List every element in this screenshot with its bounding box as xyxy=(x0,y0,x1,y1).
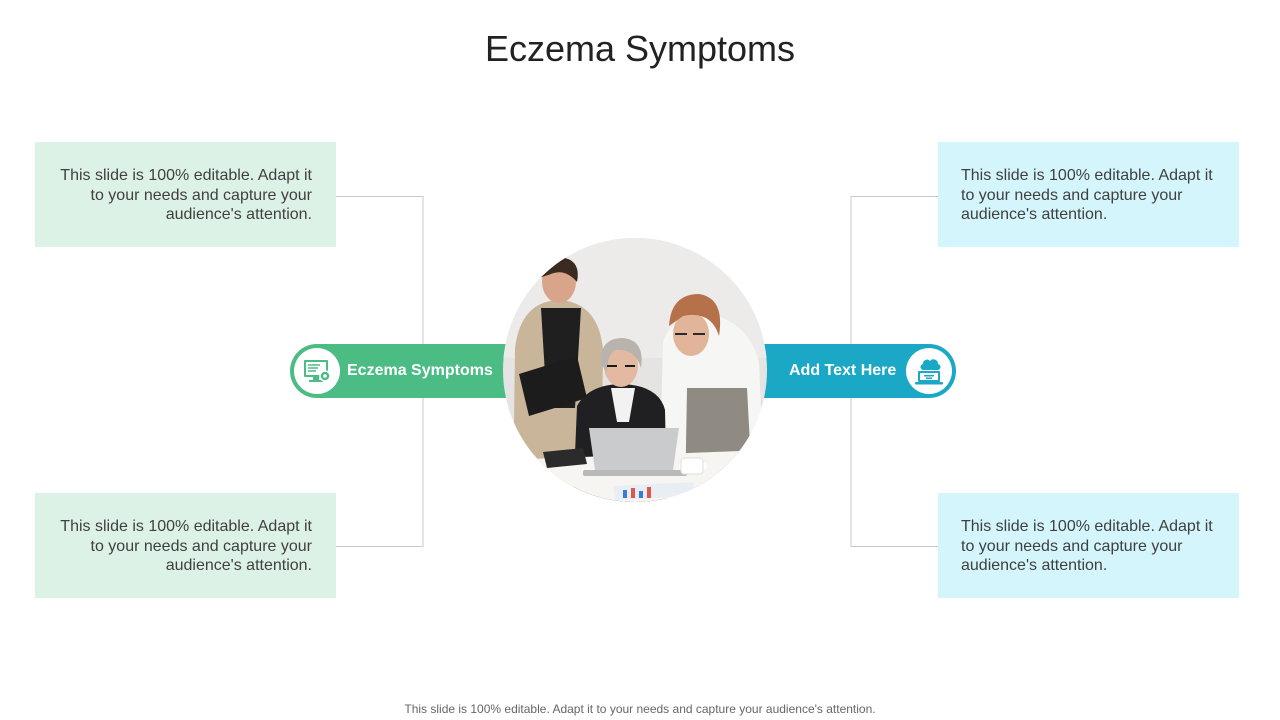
text-line: to your needs and capture your xyxy=(961,186,1183,204)
team-photo xyxy=(503,238,767,502)
add-text-pill: Add Text Here xyxy=(758,344,956,398)
text-line: to your needs and capture your xyxy=(961,537,1183,555)
text-line: audience's attention. xyxy=(165,557,312,574)
text-line: This slide is 100% editable. Adapt it xyxy=(961,167,1213,184)
text-line: audience's attention. xyxy=(165,206,312,223)
cloud-laptop-icon xyxy=(906,348,952,394)
text-line: to your needs and capture your xyxy=(90,537,312,555)
pill-label: Eczema Symptoms xyxy=(347,362,493,379)
eczema-symptoms-pill: Eczema Symptoms xyxy=(290,344,516,398)
text-line: This slide is 100% editable. Adapt it xyxy=(961,518,1213,535)
text-box-top-right: This slide is 100% editable. Adapt it to… xyxy=(938,142,1239,247)
text-line: audience's attention. xyxy=(961,206,1108,223)
text-box-bottom-left: This slide is 100% editable. Adapt it to… xyxy=(35,493,336,598)
slide-title: Eczema Symptoms xyxy=(484,28,796,69)
text-box-top-left: This slide is 100% editable. Adapt it to… xyxy=(35,142,336,247)
monitor-gear-icon xyxy=(294,348,340,394)
footer-note: This slide is 100% editable. Adapt it to… xyxy=(404,702,876,716)
text-line: to your needs and capture your xyxy=(90,186,312,204)
text-line: audience's attention. xyxy=(961,557,1108,574)
text-box-bottom-right: This slide is 100% editable. Adapt it to… xyxy=(938,493,1239,598)
pill-label: Add Text Here xyxy=(789,362,897,379)
text-line: This slide is 100% editable. Adapt it xyxy=(60,518,312,535)
text-line: This slide is 100% editable. Adapt it xyxy=(60,167,312,184)
